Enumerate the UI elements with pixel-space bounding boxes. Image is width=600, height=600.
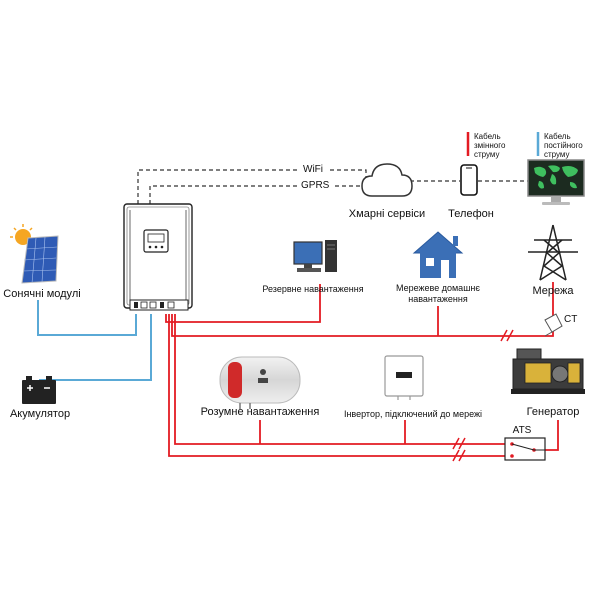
legend-dc-label: Кабель постійного струму (544, 132, 583, 159)
cloud-label: Хмарні сервіси (348, 208, 426, 220)
dc-battery-cable (39, 314, 152, 392)
water-heater-icon (219, 356, 301, 409)
grid-inverter-icon (384, 355, 424, 400)
wifi-line-2 (330, 169, 367, 183)
ac-cables (165, 282, 559, 457)
wifi-label: WiFi (303, 164, 323, 175)
grid-label: Мережа (532, 285, 574, 297)
dc-solar-cable (37, 300, 137, 336)
legend-ac-label: Кабель змінного струму (474, 132, 506, 159)
backup-load-label: Резервне навантаження (262, 284, 364, 294)
battery-label: Акумулятор (9, 408, 71, 420)
home-load-label: Мережеве домашнє навантаження (396, 283, 480, 304)
generator-icon (511, 348, 585, 394)
world-map-monitor-icon (527, 159, 585, 205)
house-icon (412, 231, 464, 278)
legend (466, 132, 540, 156)
power-tower-icon (528, 224, 578, 281)
smartphone-icon (460, 164, 478, 196)
ac-gen-up (545, 420, 559, 451)
gprs-label: GPRS (301, 180, 330, 191)
desktop-computer-icon (293, 240, 337, 272)
ats-label: ATS (512, 425, 532, 436)
solar-label: Сонячні модулі (3, 288, 81, 300)
cable-slashes (452, 329, 514, 462)
hybrid-inverter-icon (123, 203, 193, 311)
battery-icon (22, 376, 56, 404)
dc-cables (37, 300, 152, 392)
smart-load-label: Розумне навантаження (200, 406, 320, 418)
ac-backup-cable (165, 284, 321, 323)
wifi-line (137, 169, 300, 204)
phone-label: Телефон (448, 208, 494, 220)
ac-grid-cable (171, 282, 554, 337)
gprs-line (149, 185, 300, 204)
solar-panel-icon (10, 224, 59, 284)
generator-label: Генератор (526, 406, 580, 418)
ac-gen-cable (168, 314, 505, 457)
ats-switch-icon (504, 437, 546, 461)
ac-smart-cable (174, 314, 505, 445)
grid-inverter-label: Інвертор, підключений до мережі (343, 409, 483, 419)
cloud-icon (361, 163, 413, 197)
current-transformer-icon (544, 313, 563, 337)
ct-label: CT (564, 314, 578, 325)
